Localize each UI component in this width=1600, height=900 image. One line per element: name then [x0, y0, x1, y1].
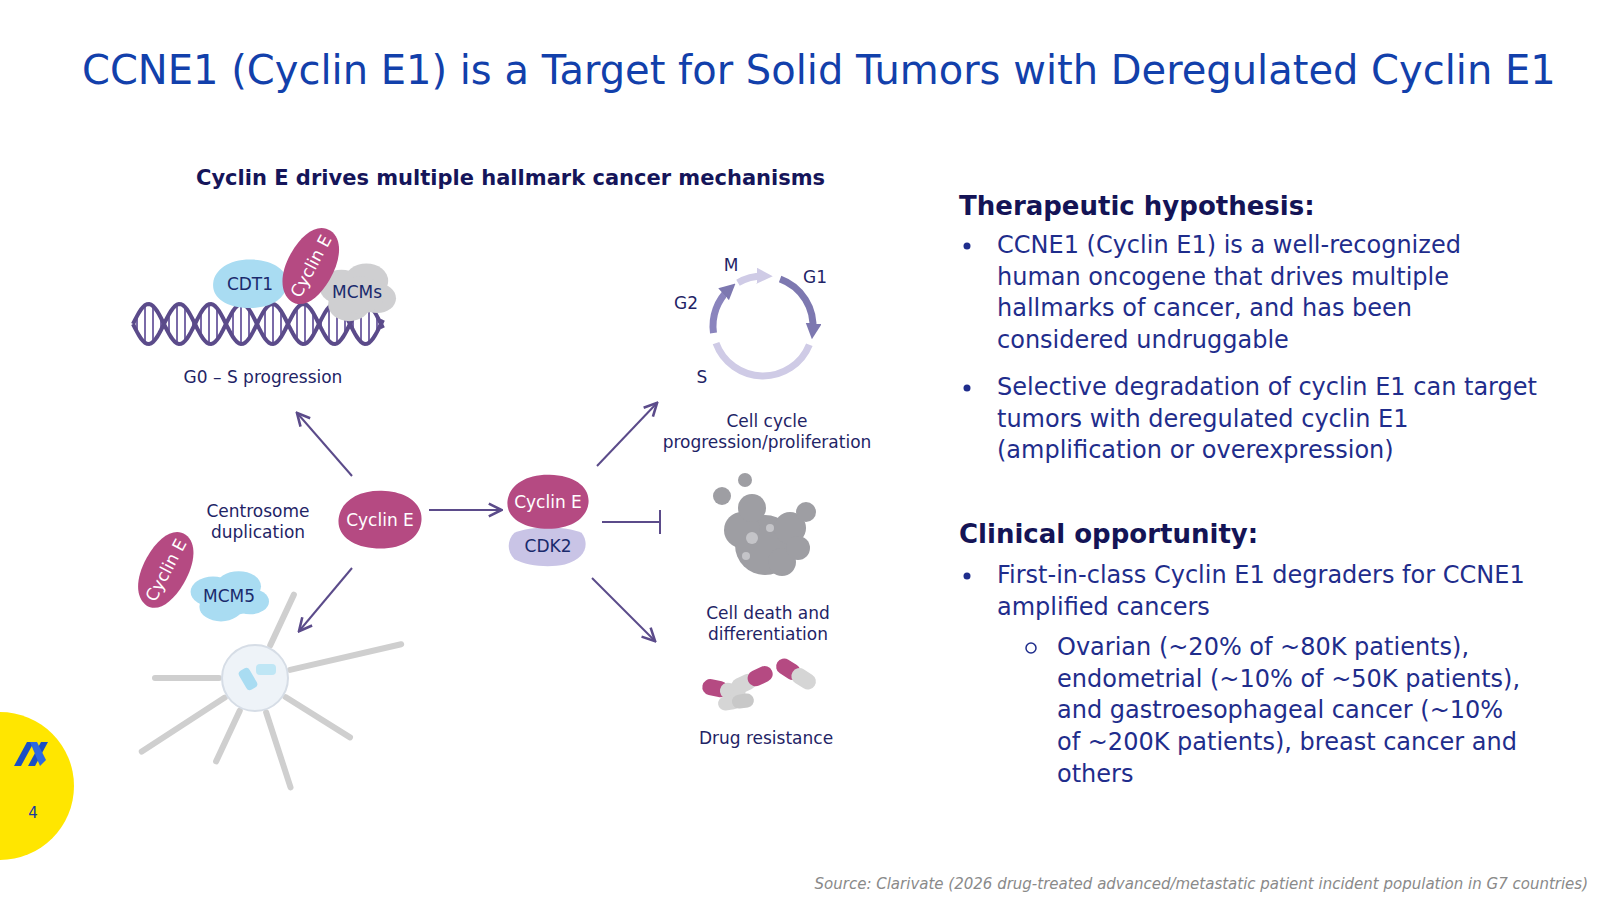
dying-cell [713, 473, 816, 576]
bullet-markers [1026, 643, 1036, 653]
centrosome-rays [270, 595, 294, 646]
centrosome [222, 645, 288, 711]
dying-cell [796, 502, 816, 522]
protein-cdt1: CDT1 [210, 258, 290, 310]
dna-helix [216, 308, 218, 340]
pathway-arrow [429, 509, 500, 511]
slide-title: CCNE1 (Cyclin E1) is a Target for Solid … [82, 46, 1556, 94]
protein-label: CDK2 [525, 536, 572, 556]
protein-label: MCM5 [203, 586, 255, 606]
centrosome-rays [286, 697, 350, 737]
sub-bullet-text: Ovarian (~20% of ~80K patients), endomet… [1057, 632, 1527, 790]
drug-pills [717, 693, 755, 712]
page-number: 4 [18, 804, 48, 823]
centrosome [222, 645, 288, 711]
dying-cell [713, 487, 731, 505]
cell-cycle-ring [716, 343, 809, 376]
bullet-text: CCNE1 (Cyclin E1) is a well-recognized h… [997, 230, 1527, 357]
protein-cyclin-e: Cyclin E [335, 489, 425, 551]
company-logo [30, 742, 46, 766]
pathway-arrows [597, 404, 656, 466]
phase-label: G2 [668, 293, 704, 314]
dna-helix [272, 304, 274, 344]
dying-cell [742, 552, 750, 560]
dna-helix [304, 304, 306, 344]
text-heading: Therapeutic hypothesis: [959, 189, 1379, 223]
protein-cdk2: CDK2 [506, 524, 590, 568]
protein-cyclin-e: Cyclin E [124, 520, 208, 620]
bullet-markers [964, 573, 971, 580]
centrosome-rays [290, 644, 401, 670]
pathway-caption: Cell cycle progression/proliferation [660, 411, 875, 454]
protein-label: CDT1 [227, 274, 273, 294]
phase-label: M [716, 255, 746, 276]
protein-label: MCMs [332, 282, 382, 302]
pathway-arrows [602, 521, 660, 523]
centrosome-rays [142, 595, 401, 788]
cell-cycle-ring [738, 276, 765, 283]
dna-helix [328, 307, 330, 341]
centrosome-rays [142, 698, 225, 752]
text-heading: Clinical opportunity: [959, 517, 1379, 551]
centrosome-rays [216, 711, 240, 762]
dna-helix [144, 305, 146, 343]
section-heading: Cyclin E drives multiple hallmark cancer… [196, 165, 916, 191]
pathway-caption: Centrosome duplication [198, 501, 318, 544]
drug-pills [729, 663, 776, 696]
bullet-text: First-in-class Cyclin E1 degraders for C… [997, 560, 1542, 623]
centrosome-rays [155, 675, 219, 681]
pathway-caption: Drug resistance [666, 728, 866, 749]
pathway-arrows [298, 414, 352, 476]
dying-cell [738, 473, 752, 487]
centrosome [237, 666, 258, 691]
company-logo [14, 742, 48, 766]
protein-mcm5: MCM5 [189, 569, 269, 623]
centrosome [256, 664, 276, 675]
bullet-markers [964, 243, 971, 250]
protein-cyclin-e: Cyclin E [504, 473, 592, 531]
centrosome-rays [266, 712, 290, 787]
phase-label: S [687, 367, 717, 388]
dna-helix [184, 307, 186, 341]
dna-helix [152, 306, 154, 342]
dna-helix [176, 305, 178, 344]
pathway-arrows [300, 568, 352, 630]
logo-badge [0, 712, 74, 860]
dna-helix [208, 304, 210, 344]
dying-cell [766, 524, 774, 532]
bullet-markers [964, 385, 971, 392]
pathway-caption: Cell death and differentiation [668, 603, 868, 646]
dna-helix [240, 304, 242, 344]
cell-cycle-ring [713, 289, 730, 333]
protein-label: Cyclin E [514, 492, 582, 512]
drug-pills [731, 693, 755, 710]
dna-helix [296, 308, 298, 340]
pathway-caption: G0 – S progression [153, 367, 373, 388]
pathway-arrows [659, 510, 661, 534]
source-note: Source: Clarivate (2026 drug-treated adv… [588, 875, 1588, 894]
company-logo [28, 742, 48, 766]
pathway-arrows [592, 578, 654, 640]
bullet-text: Selective degradation of cyclin E1 can t… [997, 372, 1542, 467]
dying-cell [746, 532, 758, 544]
drug-pills [788, 665, 819, 692]
dying-cell [738, 494, 766, 522]
drug-pills [773, 656, 819, 693]
pathway-arrows [298, 404, 660, 640]
drug-pills [745, 663, 775, 688]
cell-cycle-ring [713, 276, 813, 376]
drug-pills [701, 656, 819, 712]
protein-label: Cyclin E [346, 510, 414, 530]
dying-cell [786, 536, 810, 560]
phase-label: G1 [797, 267, 833, 288]
